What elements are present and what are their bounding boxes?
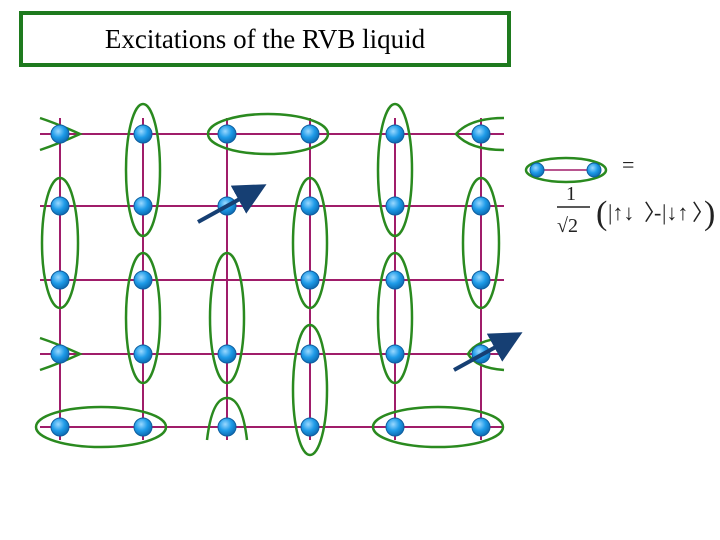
dimer-partial-left-r4 [39, 336, 84, 372]
site-r3-c1 [50, 270, 70, 290]
site-r2-c2 [133, 196, 153, 216]
site-r4-c4 [300, 344, 320, 364]
legend-site-left [529, 162, 545, 178]
site-r5-c6 [471, 417, 491, 437]
site-r1-c3 [217, 124, 237, 144]
dimer-partial-bottom-c3 [205, 396, 249, 441]
site-r1-c1 [50, 124, 70, 144]
site-r5-c3 [217, 417, 237, 437]
site-r3-c5 [385, 270, 405, 290]
site-r2-c1 [50, 196, 70, 216]
site-r3-c4 [300, 270, 320, 290]
spin-arrows [197, 184, 523, 372]
site-r1-c4 [300, 124, 320, 144]
legend-site-right [586, 162, 602, 178]
legend-paren-open: ( [596, 195, 607, 232]
site-r2-c4 [300, 196, 320, 216]
legend-fraction-numerator: 1 [566, 183, 576, 205]
dimer-loop-c5-r12 [376, 102, 414, 238]
dimer-loop-c12-r5 [34, 405, 168, 449]
dimer-loop-c1-r23 [40, 176, 80, 310]
site-r1-c6 [471, 124, 491, 144]
page-title: Excitations of the RVB liquid [104, 23, 426, 54]
site-r5-c5 [385, 417, 405, 437]
dimer-loop-c4-r45 [291, 323, 329, 457]
dimer-loop-c2-r12 [124, 102, 162, 238]
site-r1-c2 [133, 124, 153, 144]
lattice-sites [50, 124, 491, 437]
legend-ket-up-down: |↑↓ [608, 200, 634, 225]
site-r2-c5 [385, 196, 405, 216]
legend-paren-close: ) [704, 195, 715, 232]
singlet-legend: = 1 √2 ( |↑↓ 〉 - |↓↑ 〉 ) [524, 152, 715, 237]
site-r5-c1 [50, 417, 70, 437]
legend-equals-sign: = [622, 152, 634, 177]
dimer-loop-c6-r23 [461, 176, 501, 310]
site-r2-c6 [471, 196, 491, 216]
site-r1-c5 [385, 124, 405, 144]
dimer-loop-c34-r1 [206, 112, 330, 156]
dimer-loop-c56-r5 [371, 405, 505, 449]
dimer-loop-c5-r34 [376, 251, 414, 385]
legend-ket-close-2: 〉 [692, 200, 714, 225]
legend-ket-close-1: 〉 [644, 200, 666, 225]
dimer-partial-right-r1 [454, 116, 505, 152]
site-r4-c3 [217, 344, 237, 364]
dimer-loops [34, 102, 505, 457]
dimer-loop-c4-r23 [291, 176, 329, 310]
spinon-arrow-1 [197, 184, 267, 224]
spinon-arrow-2 [453, 332, 523, 372]
site-r4-c1 [50, 344, 70, 364]
legend-dimer-loop [524, 156, 608, 184]
site-r4-c2 [133, 344, 153, 364]
dimer-loop-c2-r34 [124, 251, 162, 385]
site-r3-c6 [471, 270, 491, 290]
site-r4-c5 [385, 344, 405, 364]
dimer-partial-left-r1 [39, 116, 84, 152]
site-r5-c2 [133, 417, 153, 437]
legend-fraction-denominator: √2 [557, 215, 578, 237]
legend-ket-down-up: |↓↑ [662, 200, 688, 225]
site-r3-c2 [133, 270, 153, 290]
lattice-bonds [40, 118, 504, 440]
legend-minus: - [654, 200, 661, 225]
title-box: Excitations of the RVB liquid [19, 11, 511, 67]
dimer-loop-c3-r34 [208, 251, 246, 385]
site-r5-c4 [300, 417, 320, 437]
